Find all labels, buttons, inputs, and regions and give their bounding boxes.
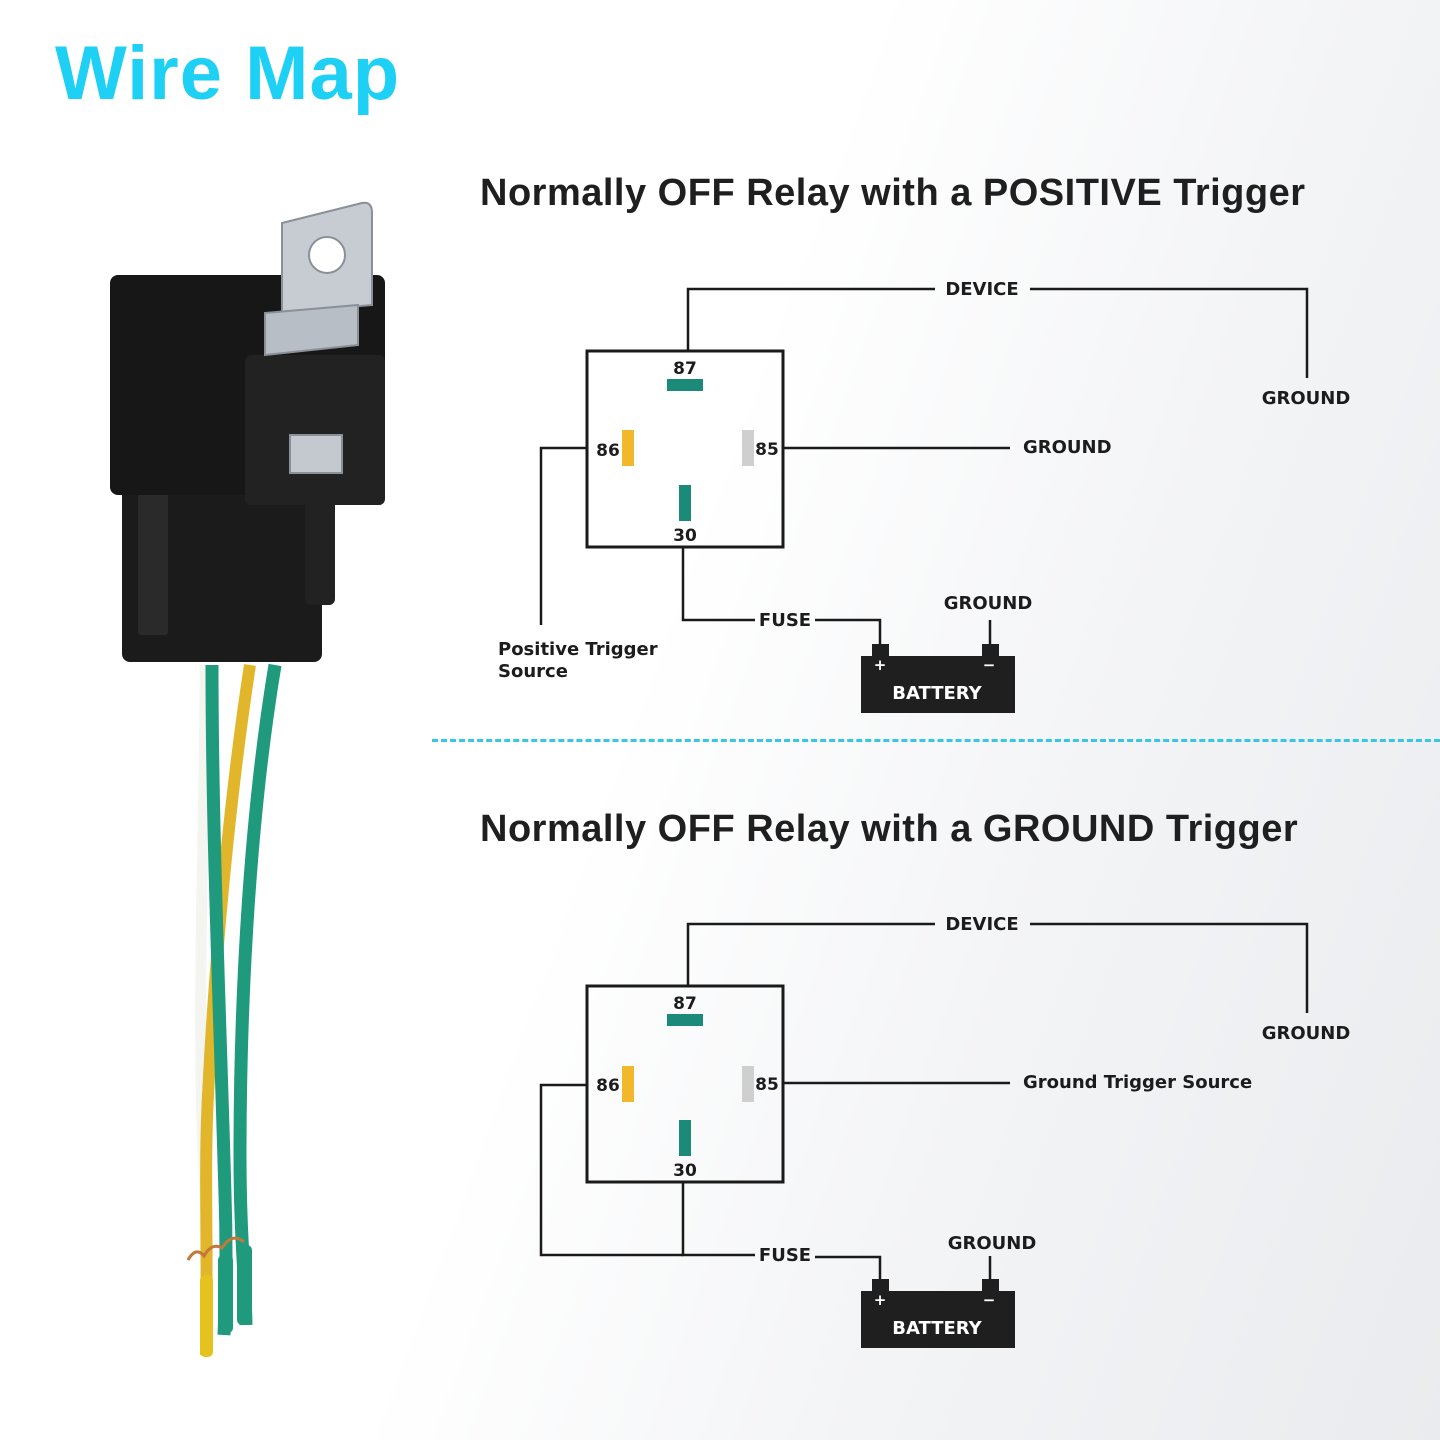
relay-photo <box>110 201 385 1357</box>
wire-87-device <box>686 287 935 351</box>
section-divider <box>432 739 1440 742</box>
device-label: DEVICE <box>945 279 1018 300</box>
battery-minus: − <box>983 656 996 674</box>
mounting-tab <box>264 201 373 474</box>
wire-86-trigger <box>539 446 587 625</box>
pin-85-contact <box>742 430 754 466</box>
fuse-label: FUSE <box>759 1245 811 1266</box>
wire-fuse-battery <box>815 1255 882 1281</box>
pin-30-contact <box>679 485 691 521</box>
battery-plus: + <box>874 656 887 674</box>
device-ground-label: GROUND <box>1262 1023 1351 1044</box>
ground-trigger-source-label: Ground Trigger Source <box>1023 1072 1252 1093</box>
relay-socket <box>122 457 322 662</box>
device-ground-label: GROUND <box>1262 388 1351 409</box>
battery-ground-label: GROUND <box>948 1233 1037 1254</box>
pin-30-label: 30 <box>673 526 697 546</box>
wire-30-fuse <box>681 1182 755 1257</box>
battery: + − BATTERY <box>861 644 1015 713</box>
battery-minus: − <box>983 1291 996 1309</box>
heading-positive-trigger: Normally OFF Relay with a POSITIVE Trigg… <box>480 172 1306 214</box>
wire-fuse-battery <box>815 618 882 646</box>
battery: + − BATTERY <box>861 1279 1015 1348</box>
pin-85-label: 85 <box>755 440 779 460</box>
page-title: Wire Map <box>55 31 401 116</box>
battery-label: BATTERY <box>892 683 982 704</box>
pin-86-label: 86 <box>596 1076 620 1096</box>
wire-30-fuse <box>681 547 755 622</box>
device-label: DEVICE <box>945 914 1018 935</box>
pin-85-contact <box>742 1066 754 1102</box>
pin-87-contact <box>667 1014 703 1026</box>
trigger-source-label-line1: Positive Trigger <box>498 639 658 660</box>
heading-ground-trigger: Normally OFF Relay with a GROUND Trigger <box>480 808 1299 850</box>
wire-87-device <box>686 922 935 986</box>
wire-device-ground <box>1030 287 1309 378</box>
pin-87-contact <box>667 379 703 391</box>
pin-86-contact <box>622 1066 634 1102</box>
pin-87-label: 87 <box>673 994 697 1014</box>
pin-87-label: 87 <box>673 359 697 379</box>
battery-label: BATTERY <box>892 1318 982 1339</box>
pin85-ground-label: GROUND <box>1023 437 1112 458</box>
wire-device-ground <box>1030 922 1309 1013</box>
diagram-positive-trigger: 87 30 86 85 DEVICE GROUND GROUND Positiv… <box>498 279 1350 713</box>
battery-plus: + <box>874 1291 887 1309</box>
trigger-source-label-line2: Source <box>498 661 568 682</box>
pin-86-label: 86 <box>596 441 620 461</box>
fuse-label: FUSE <box>759 610 811 631</box>
battery-ground-label: GROUND <box>944 593 1033 614</box>
pin-30-contact <box>679 1120 691 1156</box>
diagram-ground-trigger: 87 30 86 85 DEVICE GROUND Ground Trigger… <box>539 914 1351 1348</box>
pin-86-contact <box>622 430 634 466</box>
wire-harness <box>186 663 282 1357</box>
pin-85-label: 85 <box>755 1075 779 1095</box>
wire-86-loop <box>539 1083 683 1257</box>
pin-30-label: 30 <box>673 1161 697 1181</box>
